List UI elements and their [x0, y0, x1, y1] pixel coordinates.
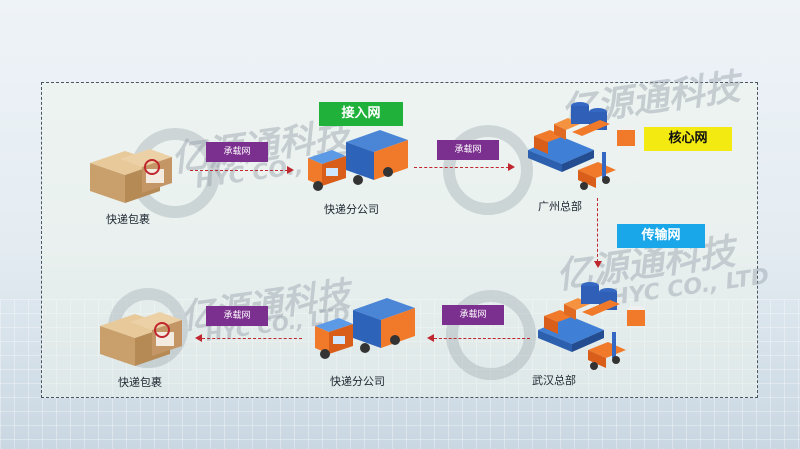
core-network-tag: 核心网 — [644, 127, 732, 151]
branch-label-top: 快递分公司 — [324, 203, 379, 216]
arrow-wuhan-to-branch — [434, 338, 530, 339]
arrow-head-1 — [287, 166, 294, 174]
truck-icon-top — [308, 130, 408, 191]
access-network-tag: 接入网 — [319, 102, 403, 126]
carrier-label-2: 承载网 — [437, 140, 499, 160]
watermark-logo-circle-3 — [446, 290, 536, 380]
package-label-top: 快递包裹 — [106, 213, 150, 226]
truck-icon-bottom — [315, 298, 415, 359]
carrier-label-3: 承载网 — [442, 305, 504, 325]
arrow-head-5 — [195, 334, 202, 342]
package-box-icon-top — [90, 149, 172, 203]
carrier-label-4: 承载网 — [206, 306, 268, 326]
arrow-branch-to-package — [202, 338, 302, 339]
branch-label-bottom: 快递分公司 — [330, 375, 385, 388]
arrow-head-3 — [594, 261, 602, 268]
package-label-bottom: 快递包裹 — [118, 376, 162, 389]
arrow-package-to-branch — [190, 170, 288, 171]
hq-label-wuhan: 武汉总部 — [532, 374, 576, 387]
arrow-guangzhou-to-wuhan — [597, 198, 598, 262]
arrow-head-4 — [427, 334, 434, 342]
transport-network-tag: 传输网 — [617, 224, 705, 248]
warehouse-icon-wuhan — [538, 282, 645, 370]
hq-label-guangzhou: 广州总部 — [538, 200, 582, 213]
arrow-branch-to-guangzhou — [414, 167, 509, 168]
carrier-label-1: 承载网 — [206, 142, 268, 162]
package-box-icon-bottom — [100, 312, 182, 366]
arrow-head-2 — [508, 163, 515, 171]
warehouse-icon-guangzhou — [528, 102, 635, 190]
